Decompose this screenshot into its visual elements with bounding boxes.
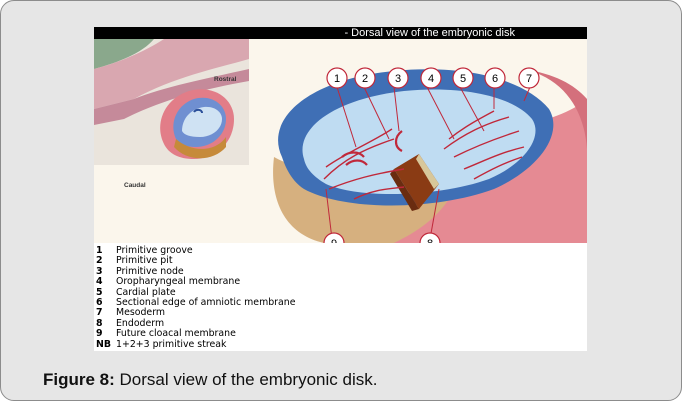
svg-text:1: 1 [334,73,340,85]
marker-4: 4 [421,68,441,88]
figure-image: - Dorsal view of the embryonic disk Rost… [94,27,587,351]
caption-text: Dorsal view of the embryonic disk. [115,370,378,389]
svg-text:8: 8 [427,238,433,243]
marker-3: 3 [388,68,408,88]
marker-1: 1 [327,68,347,88]
marker-7: 7 [519,68,539,88]
svg-text:Rostral: Rostral [214,76,237,83]
svg-text:6: 6 [492,73,498,85]
svg-text:7: 7 [526,73,532,85]
figure-caption: Figure 8: Dorsal view of the embryonic d… [43,370,377,390]
marker-5: 5 [453,68,473,88]
svg-text:3: 3 [395,73,401,85]
svg-text:4: 4 [428,73,434,85]
caption-label: Figure 8: [43,370,115,389]
svg-text:2: 2 [362,73,368,85]
svg-text:Caudal: Caudal [124,182,146,189]
marker-6: 6 [485,68,505,88]
embryonic-disk-illustration: Rostral Caudal [94,39,587,243]
marker-2: 2 [355,68,375,88]
svg-text:5: 5 [460,73,466,85]
figure-title: - Dorsal view of the embryonic disk [94,27,587,39]
svg-text:9: 9 [331,238,337,243]
